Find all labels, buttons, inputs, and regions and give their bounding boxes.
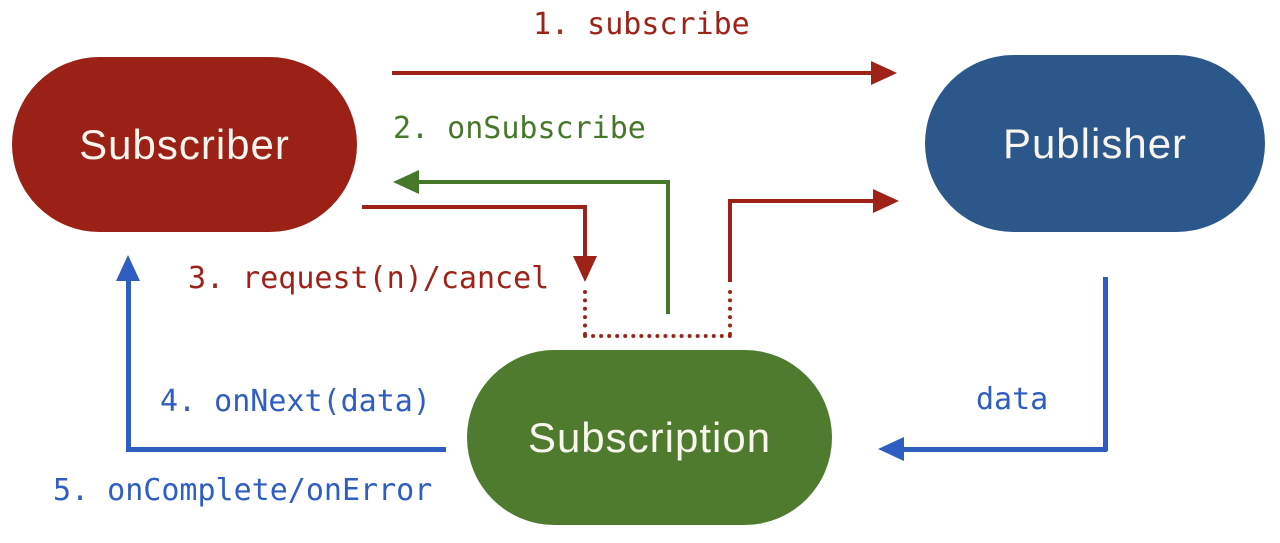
publisher-node: Publisher	[925, 55, 1265, 232]
data-edge-label: data	[976, 382, 1049, 417]
onnext-arrowhead-up-icon	[116, 255, 140, 281]
onnext-edge-line-horizontal	[126, 447, 446, 452]
request-cancel-edge-line-vertical	[583, 205, 587, 262]
subscribe-edge-label: 1. subscribe	[533, 7, 750, 42]
data-edge-line-vertical	[1103, 277, 1108, 451]
request-cancel-arrowhead-down-icon	[573, 256, 597, 282]
onsubscribe-edge-line-horizontal	[415, 180, 670, 184]
request-cancel-edge-label: 3. request(n)/cancel	[188, 261, 550, 296]
onsubscribe-edge-line-vertical	[666, 180, 670, 314]
onnext-edge-label: 4. onNext(data)	[160, 384, 431, 419]
onsubscribe-edge-label: 2. onSubscribe	[393, 111, 646, 146]
dotted-connector-right-vertical	[728, 290, 732, 336]
onsubscribe-arrowhead-left-icon	[393, 170, 419, 194]
subscription-node-label: Subscription	[527, 413, 772, 461]
connector-arrowhead-right-icon	[873, 189, 899, 213]
subscription-publisher-connector-horizontal	[728, 199, 875, 203]
subscribe-arrowhead-right-icon	[871, 61, 897, 85]
subscription-publisher-connector-vertical	[728, 199, 732, 282]
subscribe-edge-line	[392, 71, 874, 75]
subscriber-node-label: Subscriber	[79, 120, 290, 168]
subscription-node: Subscription	[467, 350, 832, 525]
data-arrowhead-left-icon	[878, 437, 904, 461]
subscriber-node: Subscriber	[12, 57, 357, 232]
data-edge-line-horizontal	[898, 447, 1107, 452]
onnext-edge-line-vertical	[126, 278, 131, 452]
oncomplete-onerror-edge-label: 5. onComplete/onError	[53, 473, 433, 508]
dotted-connector-left-vertical	[583, 290, 587, 336]
publisher-node-label: Publisher	[1002, 119, 1188, 167]
request-cancel-edge-line-horizontal	[362, 205, 587, 209]
dotted-connector-horizontal	[583, 334, 732, 338]
